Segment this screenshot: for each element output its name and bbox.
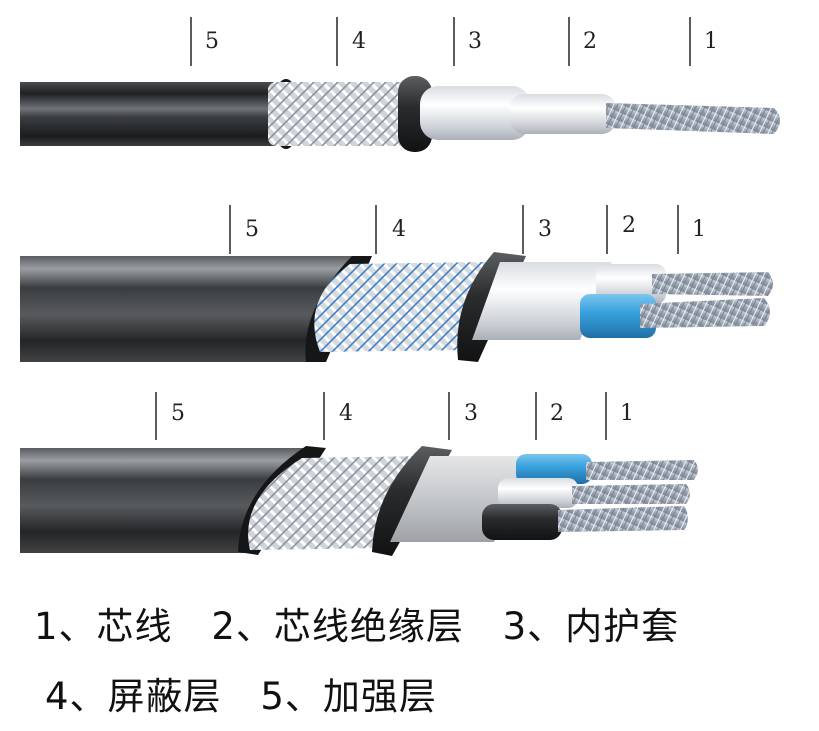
marker-label: 4 bbox=[339, 401, 353, 426]
cable2-insulation-blue bbox=[580, 294, 656, 338]
marker-label: 4 bbox=[352, 29, 366, 54]
legend-item-core-insulation: 2、芯线绝缘层 bbox=[211, 596, 464, 650]
legend-line-1: 1、芯线 2、芯线绝缘层 3、内护套 bbox=[34, 596, 819, 650]
legend-text: 、内护套 bbox=[527, 605, 680, 648]
marker-label: 2 bbox=[583, 29, 597, 54]
cable-flat-three-core bbox=[20, 446, 698, 556]
cable2-braid-shield bbox=[314, 262, 488, 352]
cable3-markers: 5 4 3 2 1 bbox=[155, 392, 634, 440]
marker-label: 2 bbox=[550, 401, 564, 426]
legend-item-core-wire: 1、芯线 bbox=[34, 596, 173, 650]
cable1-insulation-inner bbox=[510, 94, 616, 134]
cable2-outer-sheath bbox=[20, 256, 366, 362]
legend-number: 1 bbox=[34, 605, 59, 648]
marker-label: 1 bbox=[692, 217, 706, 242]
cable3-insulation-blue bbox=[516, 454, 592, 484]
marker-label: 3 bbox=[538, 217, 552, 242]
legend-text: 、加强层 bbox=[284, 675, 437, 718]
marker-label: 3 bbox=[468, 29, 482, 54]
cable2-inner-jacket-body bbox=[472, 262, 612, 340]
cable-flat-two-core bbox=[20, 252, 773, 362]
cable2-core-wire-lower bbox=[640, 298, 770, 328]
cable2-core-wire-upper bbox=[652, 272, 773, 296]
marker-label: 3 bbox=[464, 401, 478, 426]
legend-number: 5 bbox=[260, 675, 285, 718]
marker-label: 4 bbox=[392, 217, 406, 242]
cable3-core-wire-top bbox=[586, 460, 698, 480]
cable3-core-wire-bottom bbox=[558, 506, 688, 532]
marker-label: 2 bbox=[622, 213, 636, 238]
cable1-braid-shield bbox=[268, 82, 408, 146]
legend-item-inner-jacket: 3、内护套 bbox=[503, 596, 680, 650]
legend-text: 、芯线 bbox=[58, 605, 173, 648]
cable1-core-wire bbox=[606, 103, 780, 134]
cable3-insulation-black bbox=[482, 504, 562, 540]
legend-item-shield-layer: 4、屏蔽层 bbox=[45, 666, 222, 720]
legend-number: 4 bbox=[45, 675, 70, 718]
marker-label: 5 bbox=[245, 217, 259, 242]
cable3-core-wire-middle bbox=[572, 484, 690, 504]
marker-label: 1 bbox=[620, 401, 634, 426]
legend-number: 3 bbox=[502, 605, 528, 648]
legend-text: 、屏蔽层 bbox=[69, 675, 222, 718]
legend-line-2: 4、屏蔽层 5、加强层 bbox=[45, 666, 819, 720]
legend-number: 2 bbox=[211, 605, 236, 648]
marker-label: 5 bbox=[171, 401, 185, 426]
marker-label: 5 bbox=[205, 29, 219, 54]
cable1-markers: 5 4 3 2 1 bbox=[190, 17, 718, 66]
legend-item-reinforcement-layer: 5、加强层 bbox=[260, 666, 437, 720]
legend-text: 、芯线绝缘层 bbox=[235, 605, 464, 648]
cable3-insulation-white bbox=[498, 478, 578, 508]
marker-label: 1 bbox=[704, 29, 718, 54]
cable-round-single-core bbox=[20, 76, 780, 152]
cable2-markers: 5 4 3 2 1 bbox=[229, 205, 706, 254]
cable1-insulation bbox=[420, 86, 530, 140]
cable1-outer-sheath bbox=[20, 82, 288, 146]
